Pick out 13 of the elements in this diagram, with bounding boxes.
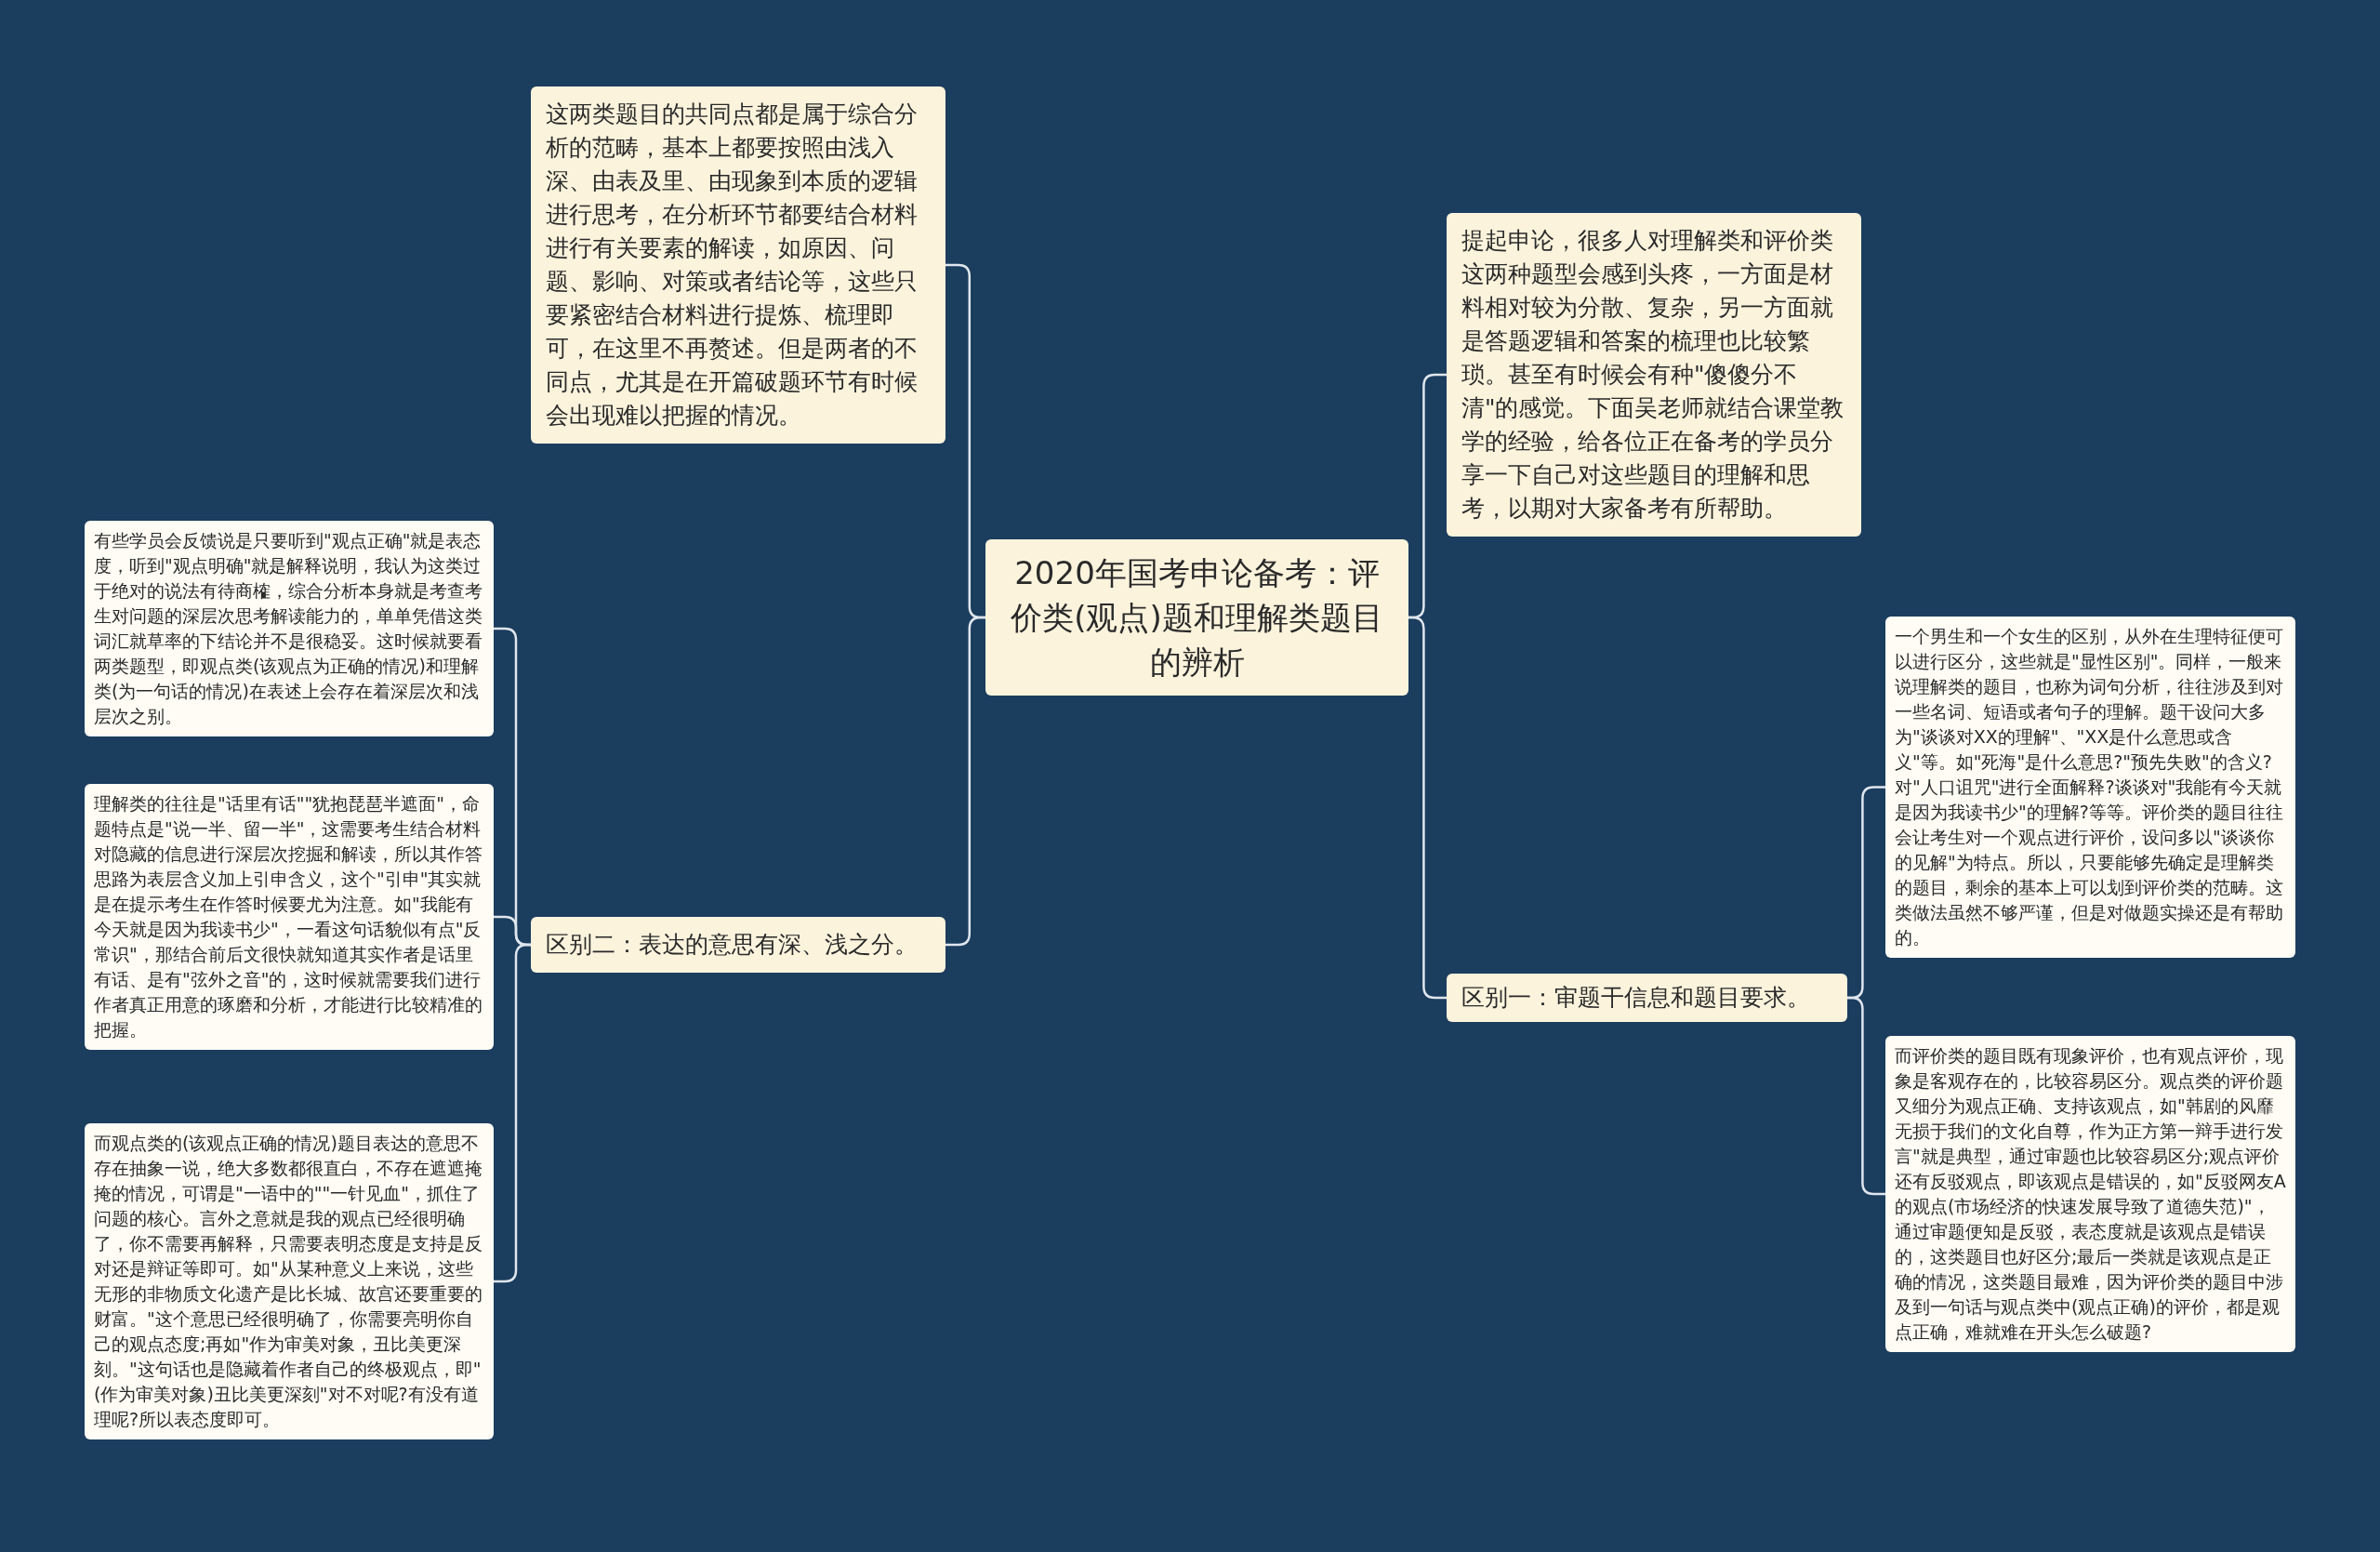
note-box: 而评价类的题目既有现象评价，也有观点评价，现象是客观存在的，比较容易区分。观点类的评价题又细分为观点正确、支持该观点，如"韩剧的风靡无损于我们的文化自尊，作为正方第一辩手进行发言"就是典型，通过审题也比较容易区分;观点评价还有反驳观点，即该观点是错误的，如"反驳网友A 的观点(市场经济的快速发展导致了道德失范)"，通过审题便知是反驳，表态度就是该观点是错误的，这类题目也好区分;最后一类就是该观点是正确的情况，这类题目最难，因为评价类的题目中涉及到一句话与观点类中(观点正确)的评价，都是观点正确，难就难在开头怎么破题? xyxy=(1885,1036,2295,1352)
topic-box: 区别一：审题干信息和题目要求。 xyxy=(1447,974,1847,1022)
connector-line xyxy=(1408,616,1447,1000)
central-topic-box: 2020年国考申论备考：评价类(观点)题和理解类题目的辨析 xyxy=(985,539,1408,696)
topic-box: 提起申论，很多人对理解类和评价类这两种题型会感到头疼，一方面是材料相对较为分散、复杂，另一方面就是答题逻辑和答案的梳理也比较繁琐。甚至有时候会有种"傻傻分不清"的感觉。下面吴老师就结合课堂教学的经验，给各位正在备考的学员分享一下自己对这些题目的理解和思考，以期对大家备考有所帮助。 xyxy=(1447,213,1861,537)
note-box: 一个男生和一个女生的区别，从外在生理特征便可以进行区分，这些就是"显性区别"。同样，一般来说理解类的题目，也称为词句分析，往往涉及到对一些名词、短语或者句子的理解。题干设问大多为"谈谈对XX的理解"、"XX是什么意思或含义"等。如"死海"是什么意思?"预先失败"的含义?对"人口诅咒"进行全面解释?谈谈对"我能有今天就是因为我读书少"的理解?等等。评价类的题目往往会让考生对一个观点进行评价，设问多以"谈谈你的见解"为特点。所以，只要能够先确定是理解类的题目，剩余的基本上可以划到评价类的范畴。这类做法虽然不够严谨，但是对做题实操还是有帮助的。 xyxy=(1885,617,2295,958)
topic-box: 区别二：表达的意思有深、浅之分。 xyxy=(531,917,945,973)
note-box: 有些学员会反馈说是只要听到"观点正确"就是表态度，听到"观点明确"就是解释说明，我认为这类过于绝对的说法有待商榷，综合分析本身就是考查考生对问题的深层次思考解读能力的，单单凭借这类词汇就草率的下结论并不是很稳妥。这时候就要看两类题型，即观点类(该观点为正确的情况)和理解类(为一句话的情况)在表述上会存在着深层次和浅层次之别。 xyxy=(85,521,494,736)
note-box: 理解类的往往是"话里有话""犹抱琵琶半遮面"，命题特点是"说一半、留一半"，这需要考生结合材料对隐藏的信息进行深层次挖掘和解读，所以其作答思路为表层含义加上引申含义，这个"引申"其实就是在提示考生在作答时候要尤为注意。如"我能有今天就是因为我读书少"，一看这句话貌似有点"反常识"，那结合前后文很快就知道其实作者是话里有话、是有"弦外之音"的，这时候就需要我们进行作者真正用意的琢磨和分析，才能进行比较精准的把握。 xyxy=(85,784,494,1050)
topic-box: 这两类题目的共同点都是属于综合分析的范畴，基本上都要按照由浅入深、由表及里、由现象到本质的逻辑进行思考，在分析环节都要结合材料进行有关要素的解读，如原因、问题、影响、对策或者结论等，这些只要紧密结合材料进行提炼、梳理即可，在这里不再赘述。但是两者的不同点，尤其是在开篇破题环节有时候会出现难以把握的情况。 xyxy=(531,86,945,444)
note-box: 而观点类的(该观点正确的情况)题目表达的意思不存在抽象一说，绝大多数都很直白，不存在遮遮掩掩的情况，可谓是"一语中的""一针见血"，抓住了问题的核心。言外之意就是我的观点已经很明确了，你不需要再解释，只需要表明态度是支持是反对还是辩证等即可。如"从某种意义上来说，这些无形的非物质文化遗产是比长城、故宫还要重要的财富。"这个意思已经很明确了，你需要亮明你自己的观点态度;再如"作为审美对象，丑比美更深刻。"这句话也是隐藏着作者自己的终极观点，即"(作为审美对象)丑比美更深刻"对不对呢?有没有道理呢?所以表态度即可。 xyxy=(85,1123,494,1439)
connector-line xyxy=(494,943,531,1283)
connector-line xyxy=(1847,996,1885,1196)
